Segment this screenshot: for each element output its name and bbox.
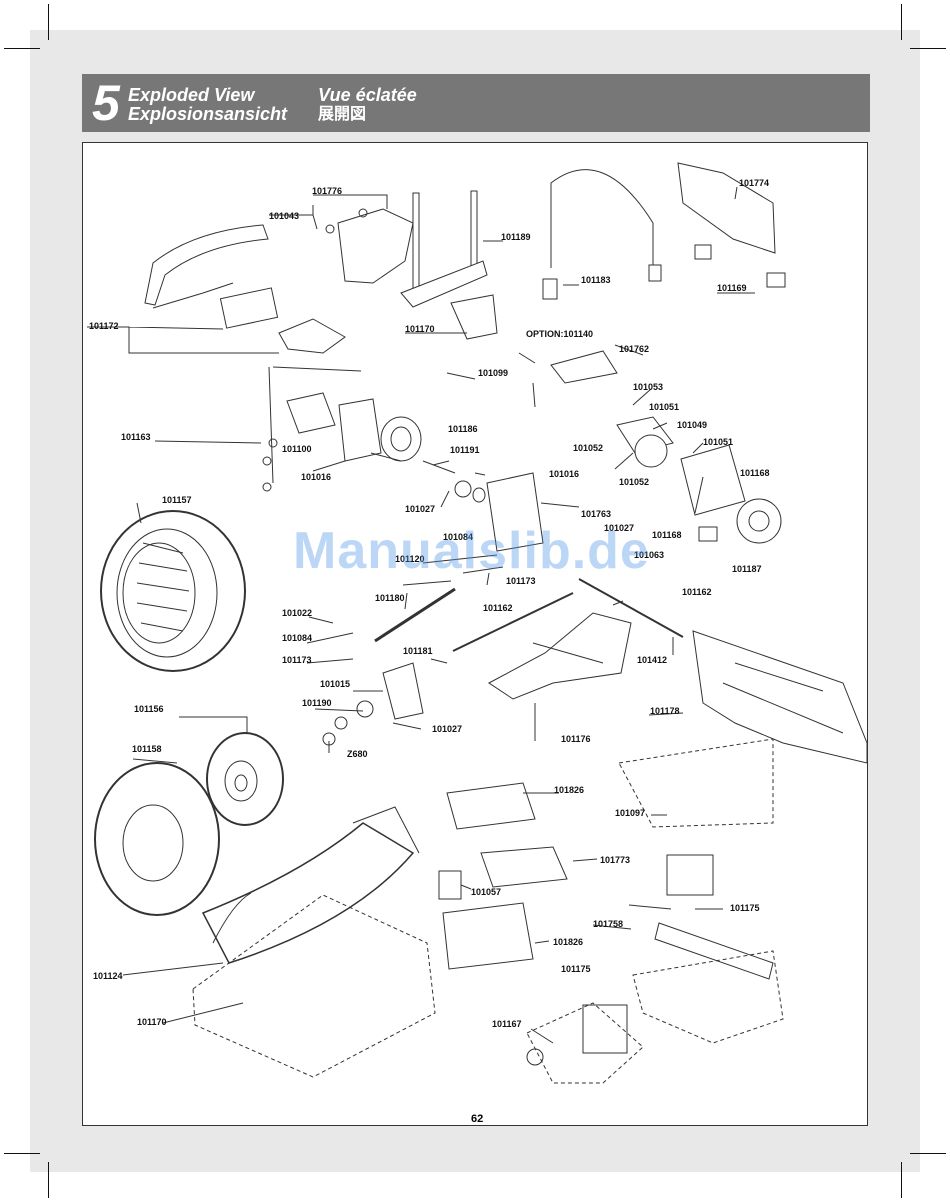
part-label: 101016 [549, 469, 580, 479]
part-label: 101172 [89, 321, 119, 331]
part-label: 101187 [732, 564, 762, 574]
part-label: 101051 [703, 437, 734, 447]
part-label: 101181 [403, 646, 433, 656]
crop-mark [48, 4, 49, 40]
part-label: 101758 [593, 919, 624, 929]
crop-mark [901, 1162, 902, 1198]
part-label: 101776 [312, 186, 343, 196]
part-label: 101057 [471, 887, 502, 897]
part-label: 101774 [739, 178, 770, 188]
part-label: 101052 [619, 477, 650, 487]
part-label: 101170 [405, 324, 435, 334]
part-label: 101173 [506, 576, 536, 586]
title-german: Explosionsansicht [128, 104, 288, 124]
crop-mark [910, 48, 946, 49]
part-label: 101762 [619, 344, 650, 354]
part-label: 101162 [682, 587, 712, 597]
part-label: 101157 [162, 495, 192, 505]
part-label: 101015 [320, 679, 351, 689]
part-label: 101158 [132, 744, 162, 754]
part-label: 101826 [554, 785, 585, 795]
part-label: 101049 [677, 420, 708, 430]
part-label: 101169 [717, 283, 747, 293]
title-french: Vue éclatée [318, 85, 417, 105]
section-title-left: Exploded View Explosionsansicht [128, 86, 287, 124]
part-label: 101186 [448, 424, 478, 434]
part-label: Z680 [347, 749, 368, 759]
section-number: 5 [92, 75, 120, 131]
part-label: 101043 [269, 211, 300, 221]
part-label: 101097 [615, 808, 646, 818]
part-label: 101168 [740, 468, 770, 478]
watermark: Manualslib.de [293, 522, 650, 580]
crop-mark [910, 1153, 946, 1154]
part-label: 101084 [282, 633, 313, 643]
part-label: 101063 [634, 550, 665, 560]
part-label: 101178 [650, 706, 680, 716]
part-label: 101175 [730, 903, 760, 913]
exploded-view-diagram: 101776 101043 101189 101183 101774 10116… [82, 142, 868, 1126]
part-label: 101180 [375, 593, 405, 603]
crop-mark [901, 4, 902, 40]
part-label: 101189 [501, 232, 531, 242]
title-japanese: 展開図 [318, 106, 367, 123]
part-label: 101027 [604, 523, 635, 533]
page-number: 62 [471, 1113, 484, 1125]
part-label: 101051 [649, 402, 680, 412]
part-label: 101412 [637, 655, 668, 665]
title-english: Exploded View [128, 85, 255, 105]
part-label: 101168 [652, 530, 682, 540]
part-label: 101100 [282, 444, 312, 454]
part-label: 101170 [137, 1017, 167, 1027]
part-label: 101120 [395, 554, 425, 564]
part-label: 101027 [405, 504, 436, 514]
part-label: 101084 [443, 532, 474, 542]
crop-mark [4, 1153, 40, 1154]
part-label: 101183 [581, 275, 611, 285]
part-label: 101190 [302, 698, 332, 708]
part-label: 101191 [450, 445, 480, 455]
crop-mark [48, 1162, 49, 1198]
part-label: 101027 [432, 724, 463, 734]
section-title-right: Vue éclatée 展開図 [318, 86, 417, 124]
part-label: 101167 [492, 1019, 522, 1029]
part-label: 101016 [301, 472, 332, 482]
diagram-drawing [87, 162, 867, 1084]
part-label: 101176 [561, 734, 591, 744]
part-label: 101826 [553, 937, 584, 947]
part-label: 101173 [282, 655, 312, 665]
part-label: 101022 [282, 608, 313, 618]
part-label: 101053 [633, 382, 664, 392]
part-label: 101099 [478, 368, 509, 378]
crop-mark [4, 48, 40, 49]
section-header: 5 Exploded View Explosionsansicht Vue éc… [82, 74, 870, 132]
part-label: 101175 [561, 964, 591, 974]
part-label: 101156 [134, 704, 164, 714]
part-label: 101773 [600, 855, 631, 865]
part-label: 101052 [573, 443, 604, 453]
part-label: 101162 [483, 603, 513, 613]
part-label: 101124 [93, 971, 123, 981]
option-label: OPTION:101140 [526, 329, 594, 339]
part-label: 101763 [581, 509, 612, 519]
part-label: 101163 [121, 432, 151, 442]
